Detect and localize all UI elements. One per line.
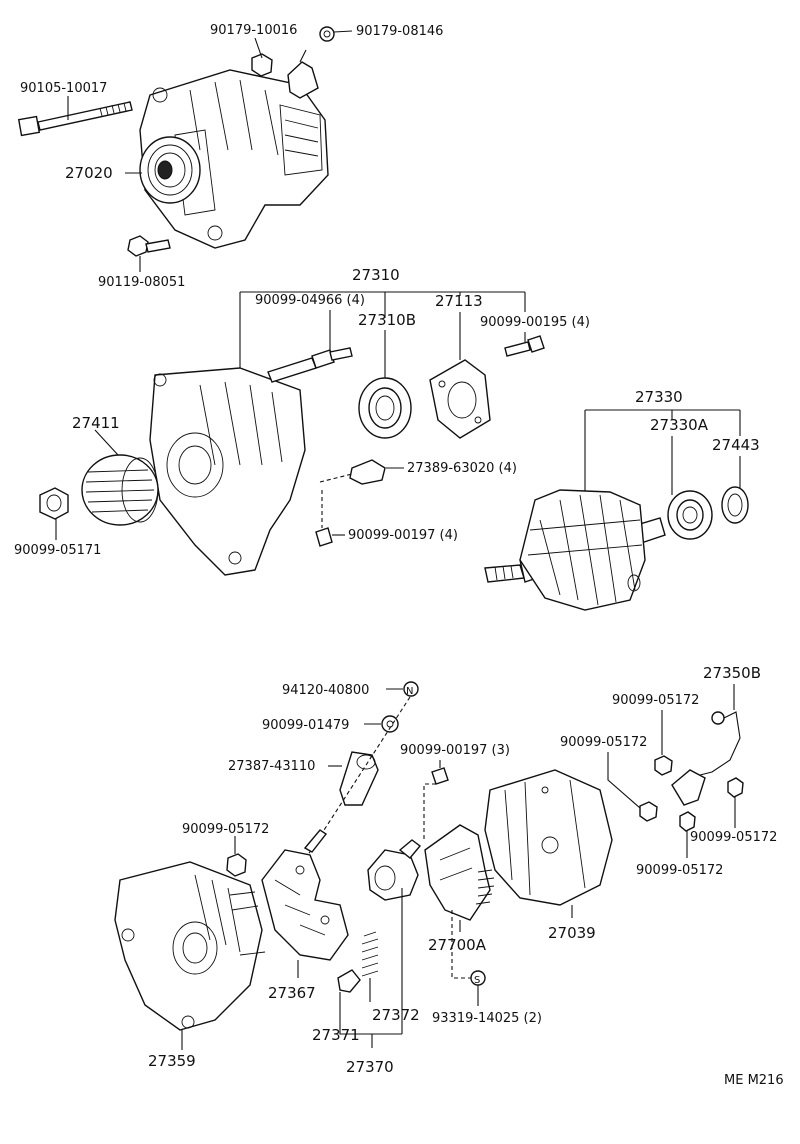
nut-90099-05172-top	[654, 755, 673, 776]
brush-27371	[337, 969, 361, 993]
screw-90099-00195	[504, 335, 545, 357]
label-90099-00197-lower: 90099-00197 (3)	[400, 743, 510, 758]
leader-90179-10016	[254, 37, 263, 59]
nut-90099-05172-low	[679, 811, 696, 832]
label-27367: 27367	[268, 984, 316, 1002]
rear-frame-27359	[114, 861, 266, 1031]
diagram-code: ME M216	[724, 1073, 784, 1088]
mark-n-text: N	[406, 686, 413, 697]
mark-s-text: S	[474, 975, 480, 986]
label-27370: 27370	[346, 1058, 394, 1076]
label-90099-05172-right: 90099-05172	[690, 830, 777, 845]
nut-90179-10016	[251, 53, 273, 77]
label-27330: 27330	[635, 388, 683, 406]
dashline-27389	[319, 473, 353, 483]
nut-90099-05171	[39, 487, 69, 520]
wire-27350B	[671, 711, 741, 806]
label-90099-00195: 90099-00195 (4)	[480, 315, 590, 330]
label-90119-08051: 90119-08051	[98, 275, 185, 290]
terminal-stud	[287, 49, 319, 99]
screw-90099-00197-lower	[431, 767, 449, 785]
label-90099-05172-mid: 90099-05172	[560, 735, 647, 750]
bracket-27330	[584, 409, 741, 500]
label-27350B: 27350B	[703, 664, 761, 682]
label-27113: 27113	[435, 292, 483, 310]
label-27443: 27443	[712, 436, 760, 454]
leader-90099-05172-mid	[607, 752, 641, 809]
bracket-27370	[339, 992, 402, 1048]
bolt-90119-08051	[127, 235, 171, 257]
rectifier-27367	[261, 829, 349, 961]
label-90099-05172-low: 90099-05172	[636, 863, 723, 878]
terminal-27387-43110	[339, 751, 379, 806]
label-90099-05171: 90099-05171	[14, 543, 101, 558]
label-27310: 27310	[352, 266, 400, 284]
label-90099-00197-mid: 90099-00197 (4)	[348, 528, 458, 543]
pulley-27411	[81, 454, 159, 526]
label-90099-01479: 90099-01479	[262, 718, 349, 733]
bolt-90105-10017	[17, 101, 133, 137]
alternator-assembly	[139, 69, 329, 249]
label-27371: 27371	[312, 1026, 360, 1044]
label-90099-04966: 90099-04966 (4)	[255, 293, 365, 308]
label-27020: 27020	[65, 164, 113, 182]
screw-90099-00197-mid	[315, 527, 333, 547]
label-27039: 27039	[548, 924, 596, 942]
regulator-27700A	[424, 824, 495, 921]
label-27310B: 27310B	[358, 311, 416, 329]
stud-bolt-90099-04966	[267, 347, 353, 383]
cover-27443	[721, 486, 749, 524]
nut-90099-05172-right	[727, 777, 744, 798]
leader-90179-08146	[333, 30, 353, 33]
label-27700A: 27700A	[428, 936, 487, 954]
nut-90179-08146	[319, 26, 335, 42]
label-93319-14025: 93319-14025 (2)	[432, 1011, 542, 1026]
label-27387-43110: 27387-43110	[228, 759, 315, 774]
spring-27372	[361, 931, 379, 977]
label-90099-05172-top: 90099-05172	[612, 693, 699, 708]
washer-90099-01479	[381, 715, 399, 733]
insulator-27389-63020	[349, 459, 386, 485]
label-27411: 27411	[72, 414, 120, 432]
bearing-27310B	[358, 377, 412, 439]
drive-end-frame	[149, 367, 306, 576]
bracket-27310	[239, 291, 526, 372]
label-27372: 27372	[372, 1006, 420, 1024]
dashline-00197-lower	[423, 783, 436, 840]
dashline-s	[451, 910, 471, 979]
label-90179-10016: 90179-10016	[210, 23, 297, 38]
rear-cover-27039	[484, 769, 613, 906]
label-90179-08146: 90179-08146	[356, 24, 443, 39]
label-94120-40800: 94120-40800	[282, 683, 369, 698]
label-90099-05172-left: 90099-05172	[182, 822, 269, 837]
pulley-27020	[139, 136, 201, 204]
nut-90099-05172-left	[226, 853, 247, 877]
plate-27113	[429, 359, 491, 439]
label-27359: 27359	[148, 1052, 196, 1070]
label-27330A: 27330A	[650, 416, 709, 434]
leader-27411	[94, 429, 119, 456]
label-90105-10017: 90105-10017	[20, 81, 107, 96]
mark-n: N	[403, 681, 419, 697]
bearing-27330A	[667, 490, 713, 540]
brush-holder-27370	[367, 839, 422, 901]
nut-90099-05172-mid	[639, 801, 658, 822]
label-27389-63020: 27389-63020 (4)	[407, 461, 517, 476]
mark-s: S	[470, 970, 486, 986]
rotor-27330	[484, 489, 666, 611]
